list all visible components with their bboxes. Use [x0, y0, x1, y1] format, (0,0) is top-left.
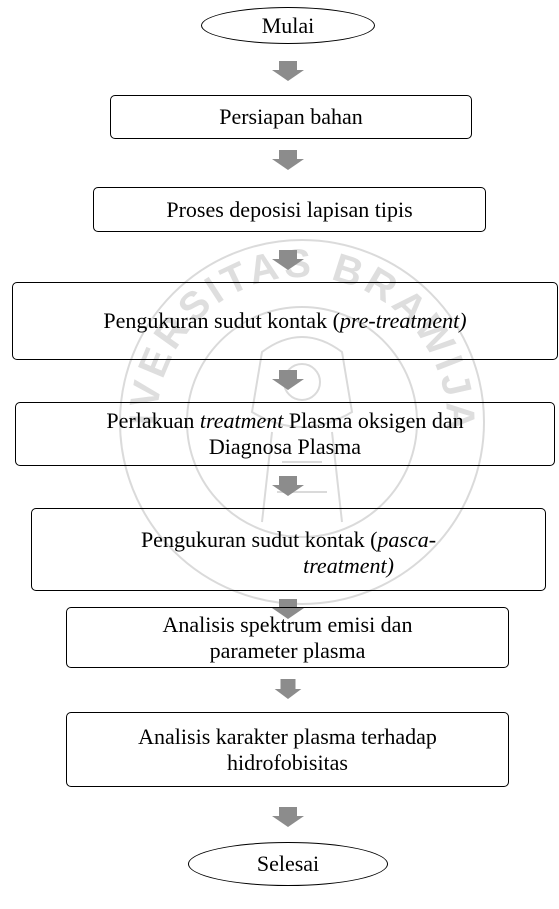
end-label: Selesai [256, 851, 320, 876]
step-label-line-2: treatment) [303, 553, 394, 578]
arrow-down-icon [272, 370, 304, 390]
arrow-down-icon [272, 150, 304, 170]
step-persiapan-bahan: Persiapan bahan [110, 95, 472, 139]
end-node: Selesai [188, 842, 388, 886]
step-label: Pengukuran sudut kontak (pre-treatment) [103, 308, 467, 333]
arrow-down-icon [272, 476, 304, 496]
step-pengukuran-pre: Pengukuran sudut kontak (pre-treatment) [12, 282, 558, 360]
step-perlakuan-treatment: Perlakuan treatment Plasma oksigen dan D… [15, 402, 555, 466]
step-analisis-karakter: Analisis karakter plasma terhadap hidrof… [66, 712, 509, 787]
arrow-down-icon [272, 599, 304, 619]
arrow-down-icon [272, 250, 304, 270]
step-label-line-2: hidrofobisitas [227, 749, 348, 775]
step-label-line-1: Analisis spektrum emisi dan [162, 611, 413, 637]
arrow-down-icon [272, 61, 304, 81]
arrow-down-icon [274, 679, 302, 699]
arrow-down-icon [272, 807, 304, 827]
step-analisis-spektrum: Analisis spektrum emisi dan parameter pl… [66, 607, 509, 668]
step-label-line-1: Perlakuan treatment Plasma oksigen dan [106, 408, 464, 433]
step-label: Persiapan bahan [219, 104, 363, 129]
start-label: Mulai [261, 12, 315, 38]
step-label-line-1: Pengukuran sudut kontak (pasca- [140, 527, 437, 552]
step-label-line-2: Diagnosa Plasma [208, 434, 362, 459]
start-node: Mulai [201, 7, 375, 44]
step-pengukuran-pasca: Pengukuran sudut kontak (pasca- treatmen… [31, 508, 546, 591]
step-label: Proses deposisi lapisan tipis [166, 196, 413, 222]
step-label-line-2: parameter plasma [209, 637, 366, 663]
step-label-line-1: Analisis karakter plasma terhadap [138, 723, 437, 749]
step-proses-deposisi: Proses deposisi lapisan tipis [93, 187, 486, 232]
